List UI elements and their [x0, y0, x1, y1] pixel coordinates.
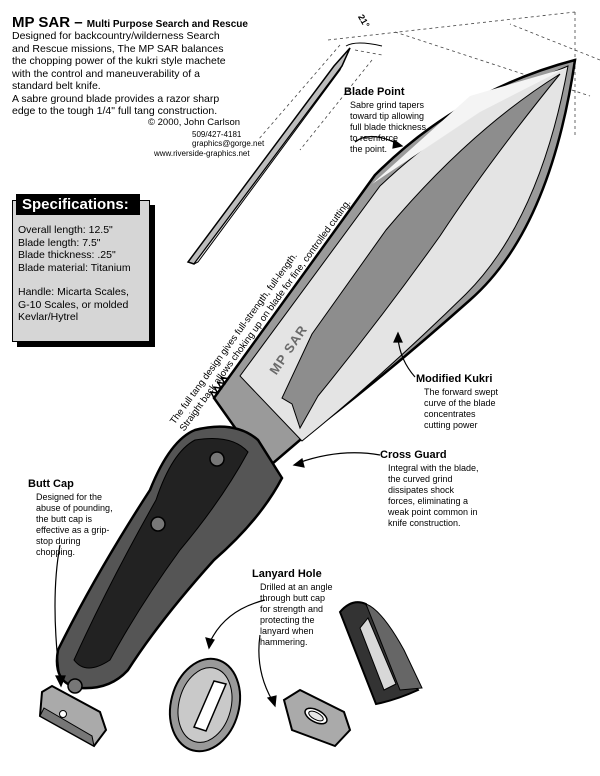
- page-subtitle: Multi Purpose Search and Rescue: [86, 19, 248, 30]
- callout-cross-guard: Cross Guard Integral with the blade,the …: [380, 449, 479, 528]
- credit-block: © 2000, John Carlson 509/427-4181 graphi…: [146, 118, 264, 158]
- page-title: MP SAR – Multi Purpose Search and Rescue: [12, 14, 248, 31]
- blade-cross-section: [186, 47, 351, 265]
- specifications-list: Overall length: 12.5"Blade length: 7.5" …: [18, 224, 131, 323]
- lanyard-hole-icon: [59, 710, 67, 718]
- specifications-heading: Specifications:: [16, 194, 140, 215]
- handle: [55, 425, 284, 694]
- rivet-icon: [67, 678, 83, 694]
- phone: 509/427-4181: [192, 129, 242, 139]
- callout-label: Butt Cap: [28, 478, 74, 490]
- callout-label: Blade Point: [344, 86, 405, 98]
- copyright: © 2000, John Carlson: [148, 117, 241, 128]
- rivet-icon: [209, 451, 225, 467]
- callout-label: Modified Kukri: [416, 373, 493, 385]
- angle-guides: [229, 11, 600, 211]
- callout-label: Cross Guard: [380, 449, 447, 461]
- angle-arc: [345, 42, 383, 47]
- specifications-box: [12, 200, 150, 342]
- rivet-icon: [150, 516, 166, 532]
- callout-arrows: [54, 135, 416, 708]
- butt-cap-end-view: [168, 657, 242, 753]
- lanyard-cutaway: [282, 601, 423, 748]
- website: www.riverside-graphics.net: [154, 148, 250, 158]
- email: graphics@gorge.net: [192, 139, 265, 148]
- callout-label: Lanyard Hole: [252, 568, 322, 580]
- butt-cap: [38, 684, 108, 748]
- blade: [209, 58, 577, 472]
- intro-text: Designed for backcountry/wilderness Sear…: [12, 30, 226, 117]
